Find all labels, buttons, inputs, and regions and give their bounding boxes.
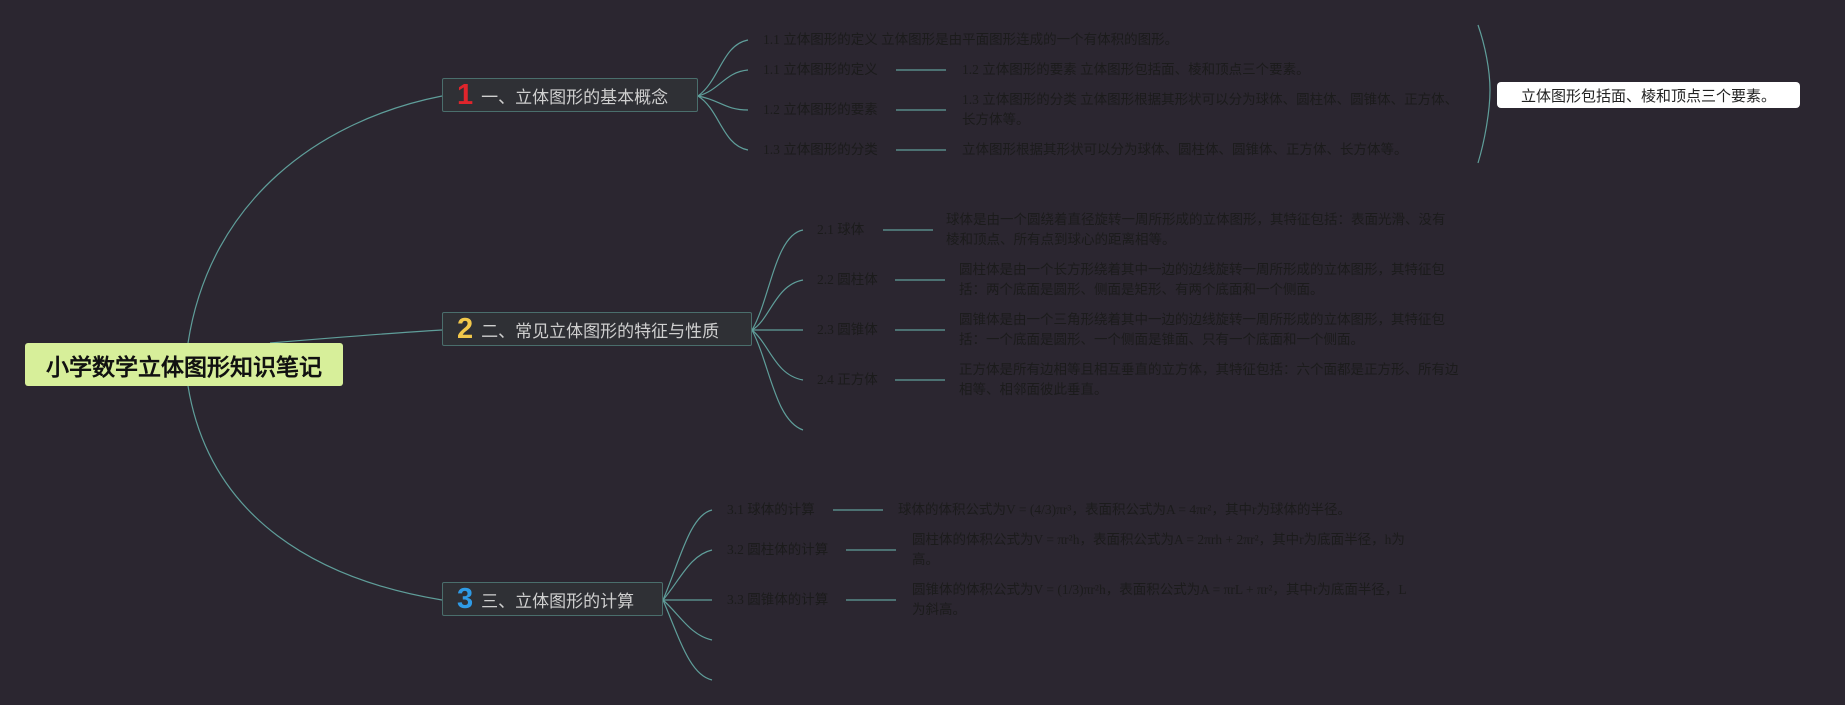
connector-b2-i4 [751, 329, 804, 381]
branch-topic-3[interactable]: 3 三、立体图形的计算 [442, 582, 663, 616]
number-1-icon: 1 [457, 78, 474, 111]
connector-b2-i2 [751, 279, 804, 331]
detail-1-4[interactable]: 立体图形根据其形状可以分为球体、圆柱体、圆锥体、正方体、长方体等。 [962, 142, 1408, 157]
branch-title: 三、立体图形的计算 [481, 591, 635, 612]
connector-root-branch2 [269, 329, 443, 344]
connector-b3-i2 [662, 549, 713, 601]
branch-title: 一、立体图形的基本概念 [481, 87, 669, 108]
detail-2-1[interactable]: 球体是由一个圆绕着直径旋转一周所形成的立体图形，其特征包括：表面光滑、没有棱和顶… [946, 212, 1446, 247]
connector-root-branch1 [187, 95, 443, 344]
subtopic-2-4[interactable]: 2.4 正方体 [817, 372, 878, 387]
subtopic-1-1[interactable]: 1.1 立体图形的定义 立体图形是由平面图形连成的一个有体积的图形。 [763, 32, 1179, 47]
subtopic-2-3[interactable]: 2.3 圆锥体 [817, 322, 878, 337]
detail-3-2[interactable]: 圆柱体的体积公式为V = πr²h，表面积公式为A = 2πrh + 2πr²，… [912, 532, 1405, 567]
branch-topic-1[interactable]: 1 一、立体图形的基本概念 [442, 78, 698, 112]
connector-b3-empty1 [662, 599, 713, 641]
branch-title: 二、常见立体图形的特征与性质 [481, 321, 720, 342]
summary-bracket [1477, 24, 1491, 164]
subtopic-2-1[interactable]: 2.1 球体 [817, 222, 865, 237]
connector-b1-i1 [697, 39, 749, 97]
subtopic-2-2[interactable]: 2.2 圆柱体 [817, 272, 878, 287]
detail-1-3[interactable]: 1.3 立体图形的分类 立体图形根据其形状可以分为球体、圆柱体、圆锥体、正方体、… [962, 92, 1459, 127]
root-topic[interactable]: 小学数学立体图形知识笔记 [25, 343, 343, 386]
detail-3-1[interactable]: 球体的体积公式为V = (4/3)πr³，表面积公式为A = 4πr²，其中r为… [898, 502, 1351, 517]
subtopic-1-4[interactable]: 1.3 立体图形的分类 [763, 142, 878, 157]
connector-b2-empty [751, 329, 804, 431]
detail-3-3[interactable]: 圆锥体的体积公式为V = (1/3)πr²h，表面积公式为A = πrL + π… [912, 582, 1407, 617]
connector-b3-i1 [662, 509, 713, 601]
subtopic-3-1[interactable]: 3.1 球体的计算 [727, 502, 815, 517]
connector-b1-i4 [697, 95, 749, 151]
connector-b2-i1 [751, 229, 804, 331]
detail-2-3[interactable]: 圆锥体是由一个三角形绕着其中一边的边线旋转一周所形成的立体图形，其特征包括：一个… [959, 312, 1445, 347]
subtopic-1-2[interactable]: 1.1 立体图形的定义 [763, 62, 878, 77]
summary-callout[interactable]: 立体图形包括面、棱和顶点三个要素。 [1497, 82, 1800, 108]
connector-b3-empty2 [662, 599, 713, 681]
branch-topic-2[interactable]: 2 二、常见立体图形的特征与性质 [442, 312, 752, 346]
detail-2-2[interactable]: 圆柱体是由一个长方形绕着其中一边的边线旋转一周所形成的立体图形，其特征包括：两个… [959, 262, 1445, 297]
connector-b1-i2 [697, 69, 749, 97]
detail-2-4[interactable]: 正方体是所有边相等且相互垂直的立方体，其特征包括：六个面都是正方形、所有边相等、… [959, 362, 1459, 397]
subtopic-3-2[interactable]: 3.2 圆柱体的计算 [727, 542, 829, 557]
subtopic-1-3[interactable]: 1.2 立体图形的要素 [763, 102, 878, 117]
number-3-icon: 3 [457, 582, 474, 615]
detail-1-2[interactable]: 1.2 立体图形的要素 立体图形包括面、棱和顶点三个要素。 [962, 62, 1310, 77]
subtopic-3-3[interactable]: 3.3 圆锥体的计算 [727, 592, 829, 607]
number-2-icon: 2 [457, 312, 474, 345]
connector-b1-i3 [697, 95, 749, 111]
connector-root-branch3 [187, 385, 443, 601]
